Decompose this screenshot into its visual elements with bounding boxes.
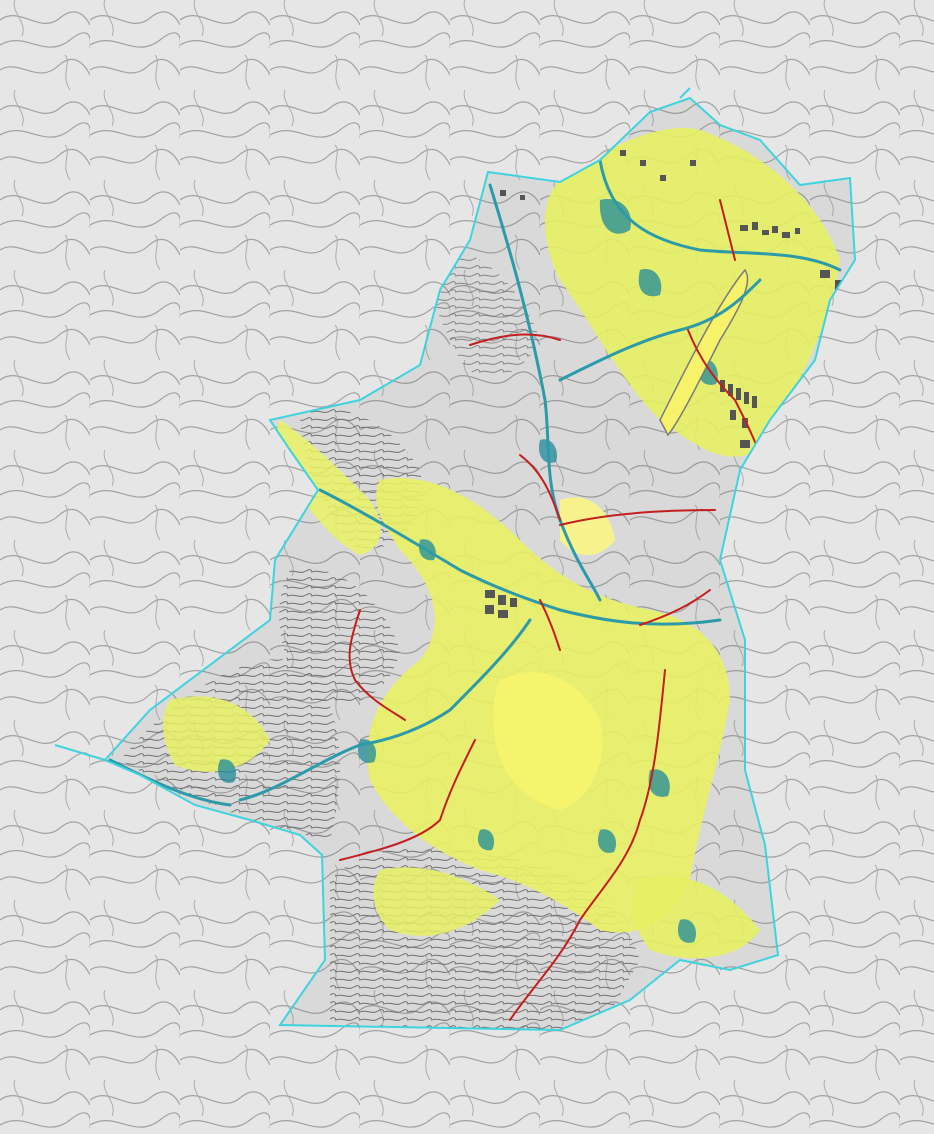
- zone-south: [373, 867, 500, 936]
- boundary-extension-west: [54, 744, 106, 761]
- region-boundary: [103, 96, 857, 1032]
- trail-network: [339, 199, 761, 1021]
- mountain-contours-west-ridge: [429, 248, 540, 378]
- zone-southwest: [163, 696, 270, 772]
- zone-west-arm: [276, 420, 381, 555]
- zone-light-patch: [560, 497, 615, 555]
- boundary-extension-north: [679, 87, 691, 99]
- zone-central-bright: [493, 672, 603, 810]
- road-network: [108, 158, 842, 807]
- zone-southeast: [633, 876, 760, 959]
- mountain-contours-center: [279, 568, 400, 705]
